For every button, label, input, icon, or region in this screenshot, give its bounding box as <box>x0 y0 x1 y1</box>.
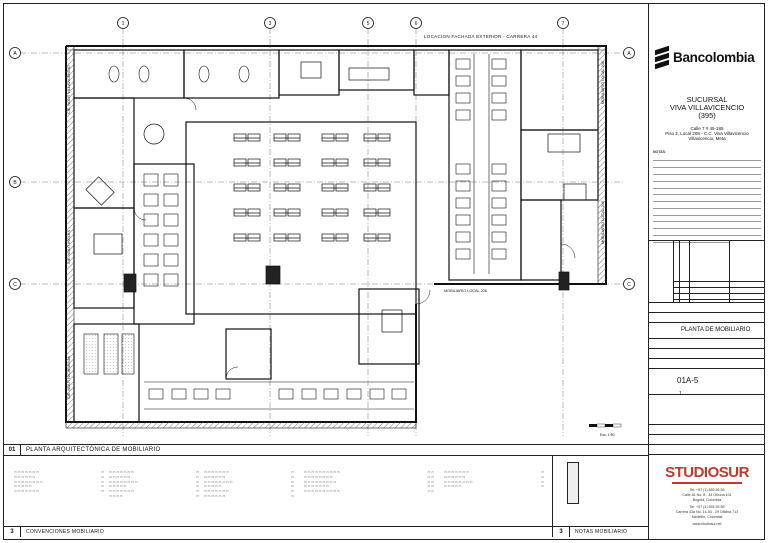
address-line-2: Piso 2, Local 208 - C.C. Viva Villavicen… <box>665 131 749 136</box>
tb-row-studio <box>649 454 765 540</box>
general-notes: NOTAS: <box>653 150 761 244</box>
grid-bubble-c-right <box>623 278 635 290</box>
legend-area: ▭ ▭ ▭ ▭ ▭ ▭ ▭▭ ▭ ▭ ▭ ▭ ▭ ▭▭ ▭ ▭ ▭ ▭ ▭ ▭ … <box>4 456 648 526</box>
section-title: PLANTA ARQUITECTÓNICA DE MOBILIARIO <box>26 447 161 453</box>
facade-label: LOCACION FACHADA EXTERIOR - CARRERA 44 <box>424 34 538 39</box>
sheet-title: PLANTA DE MOBILIARIO <box>681 327 751 333</box>
brand-name: Bancolombia <box>673 49 755 65</box>
title-block: Bancolombia SUCURSAL VIVA VILLAVICENCIO … <box>648 4 765 540</box>
scale-bar: Esc: 1:50 <box>589 423 622 437</box>
conventions-title: CONVENCIONES MOBILIARIO <box>26 529 105 535</box>
tb-row-2 <box>649 312 765 323</box>
grid-bubble-6 <box>410 17 422 29</box>
studio-address-1: Calle 81 No. 8 - 44 Oficina 101 <box>682 493 732 497</box>
grid-bubble-5 <box>362 17 374 29</box>
address-line-3: Villavicencio, Meta <box>688 136 726 141</box>
tb-row-3 <box>649 338 765 349</box>
scale-label: Esc: 1:50 <box>600 433 615 437</box>
section-number: 01 <box>4 445 21 455</box>
notes-title: NOTAS MOBILIARIO <box>575 529 628 535</box>
studio-tel-1: Tel: +57 (1) 555 55 55 <box>689 488 725 492</box>
studio-city-1: Bogotá, Colombia <box>692 498 722 502</box>
drawing-sheet <box>3 3 765 540</box>
tb-row-4 <box>649 348 765 359</box>
grid-bubble-b-left <box>9 176 21 188</box>
conventions-bar: 3 CONVENCIONES MOBILIARIO <box>4 526 552 537</box>
studio-city-2: Medellín, Colombia <box>691 515 723 519</box>
grid-label-b: B <box>13 180 17 186</box>
grid-label-3: 3 <box>269 21 272 27</box>
tb-row-sheet-count: 1 <box>649 391 765 425</box>
tb-row-7 <box>649 434 765 445</box>
grid-label-1: 1 <box>122 21 125 27</box>
right-label-1: MOBILIARIO LOCAL 206 <box>601 61 605 104</box>
grid-bubble-a-right <box>623 47 635 59</box>
grid-bubble-c-left <box>9 278 21 290</box>
grid-label-5: 5 <box>367 21 370 27</box>
grid-label-a: A <box>13 51 17 57</box>
studio-tel-2: Tel: +57 (4) 555 55 55 <box>689 505 725 509</box>
grid-bubble-3 <box>264 17 276 29</box>
legend-column-3: ▭ ▭ ▭ ▭ ▭ ▭ ▭▭ ▭ ▭ ▭ ▭ ▭ ▭▭ ▭ ▭ ▭ ▭ ▭ ▭ … <box>204 470 294 498</box>
floor-plan: 1 3 5 6 7 A B C A C LOCACION FACHADA EXT… <box>9 17 635 437</box>
grid-label-c: C <box>13 282 17 288</box>
notes-bar: 3 NOTAS MOBILIARIO <box>552 526 649 537</box>
notes-heading: NOTAS: <box>653 150 667 154</box>
tb-row-8 <box>649 444 765 455</box>
tb-row-sheet-title: PLANTA DE MOBILIARIO <box>649 322 765 339</box>
bottom-local-label: MOBILIARIO LOCAL 206 <box>444 289 487 293</box>
grid-bubble-7 <box>557 17 569 29</box>
tb-row-6 <box>649 424 765 435</box>
right-label-2: MOBILIARIO LOCAL 206 <box>601 201 605 244</box>
address-line-1: Calle 7 # 45-185 <box>690 126 724 131</box>
conventions-number: 3 <box>4 527 21 537</box>
branch-line-2: VIVA VILLAVICENCIO <box>669 103 745 112</box>
branch-code: (395) <box>698 111 716 120</box>
notes-box <box>552 456 649 526</box>
grid-label-c-right: C <box>627 282 631 288</box>
left-label-1: CIE. NOUT VILLAVICENCIO <box>67 65 71 114</box>
left-label-2: CIE. NOUT INGLES <box>67 229 71 264</box>
left-label-3: CIE. NOUT NICARAGUA <box>67 356 71 399</box>
grid-bubble-1 <box>117 17 129 29</box>
legend-column-4: ▭ ▭ ▭ ▭ ▭ ▭ ▭ ▭ ▭ ▭▭ ▭ ▭ ▭ ▭ ▭ ▭ ▭ ▭ ▭▭ … <box>304 470 434 494</box>
bancolombia-logo-icon <box>655 45 669 70</box>
studio-address-2: Carrera 43a No. 14-54 - 29 Oficina 713 <box>675 510 739 514</box>
studio-web: www.studiosur.net <box>692 522 722 526</box>
section-title-bar: 01 PLANTA ARQUITECTÓNICA DE MOBILIARIO <box>4 444 648 456</box>
tb-row-sheet-number: 01A-5 <box>649 368 765 395</box>
grid-label-7: 7 <box>562 21 565 27</box>
grid-label-a-right: A <box>627 51 631 57</box>
notes-sample-swatch <box>567 462 579 504</box>
studio-logo-underline <box>672 482 742 484</box>
revision-table <box>649 240 765 303</box>
branch-line-1: SUCURSAL <box>686 95 728 104</box>
grid-label-6: 6 <box>415 21 418 27</box>
tb-row-5 <box>649 358 765 369</box>
tb-row-1 <box>649 302 765 313</box>
grid-bubble-a-left <box>9 47 21 59</box>
workstation-grid <box>233 133 391 242</box>
studio-block: STUDIOSUR Tel: +57 (1) 555 55 55 Calle 8… <box>649 464 765 527</box>
sheet-number: 01A-5 <box>677 376 699 385</box>
bank-logo: Bancolombia <box>655 42 759 72</box>
legend-column-5: ▭ ▭ ▭ ▭ ▭ ▭ ▭▭ ▭ ▭ ▭ ▭ ▭ ▭▭ ▭ ▭ ▭ ▭ ▭ ▭ … <box>444 470 544 489</box>
legend-column-1: ▭ ▭ ▭ ▭ ▭ ▭ ▭▭ ▭ ▭ ▭ ▭ ▭ ▭▭ ▭ ▭ ▭ ▭ ▭ ▭ … <box>14 470 104 494</box>
legend-column-2: ▭ ▭ ▭ ▭ ▭ ▭ ▭▭ ▭ ▭ ▭ ▭ ▭ ▭▭ ▭ ▭ ▭ ▭ ▭ ▭ … <box>109 470 199 498</box>
studio-logo: STUDIOSUR <box>665 464 749 481</box>
sheet-count: 1 <box>679 391 682 397</box>
notes-number: 3 <box>553 527 570 537</box>
